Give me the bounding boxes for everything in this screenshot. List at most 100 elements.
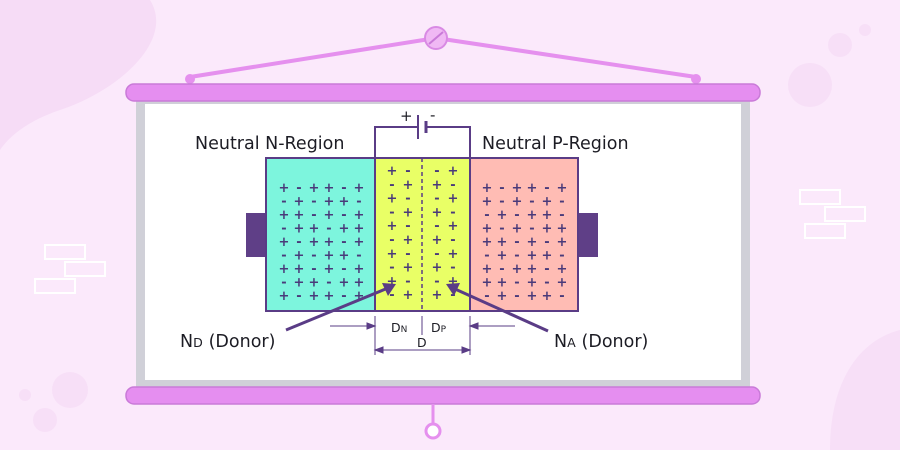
p-region-charge: +: [497, 235, 508, 250]
p-region-charge: +: [527, 276, 538, 291]
depletion-right-charge: +: [432, 233, 443, 248]
n-region-charge: +: [279, 235, 290, 250]
battery-plus-label: +: [400, 107, 413, 125]
hanger-knob-slot: [428, 31, 444, 45]
n-region-charge: +: [294, 249, 305, 264]
bottom-rail: [125, 386, 761, 405]
p-region-charge: +: [512, 222, 523, 237]
bg-blob-bottom-right: [830, 330, 900, 450]
n-region-charge: +: [294, 208, 305, 223]
nd-rest: (Donor): [203, 332, 276, 352]
p-region-charge: -: [544, 262, 549, 277]
p-region: [469, 157, 579, 312]
p-region-charge: +: [557, 222, 568, 237]
p-region-charge: -: [484, 289, 489, 304]
n-region-charge: -: [341, 181, 346, 196]
depletion-right-charge: +: [432, 288, 443, 303]
p-region-charge: -: [559, 289, 564, 304]
n-region-charge: +: [279, 181, 290, 196]
p-region-charge: +: [527, 262, 538, 277]
p-region-charge: -: [544, 276, 549, 291]
depletion-right-charge: +: [448, 274, 459, 289]
n-region-charge: +: [309, 235, 320, 250]
n-region-charge: +: [324, 208, 335, 223]
wire-end-left: [185, 74, 195, 84]
n-region-charge: +: [294, 262, 305, 277]
n-region-charge: +: [324, 235, 335, 250]
bg-bubble-right: [788, 63, 832, 107]
p-region-label: Neutral P-Region: [482, 134, 629, 154]
n-region-charge: +: [294, 195, 305, 210]
depletion-left-charge: -: [389, 205, 394, 220]
depletion-right-charge: +: [448, 219, 459, 234]
p-region-charge: -: [544, 235, 549, 250]
hanging-wire: [185, 26, 701, 84]
na-arrow-head: [446, 283, 460, 296]
p-region-charge: -: [514, 249, 519, 264]
n-region-charge: +: [339, 249, 350, 264]
nd-arrow-head: [382, 283, 396, 296]
na-arrow-line: [454, 287, 549, 333]
wire-end-right: [691, 74, 701, 84]
p-region-charge: +: [497, 276, 508, 291]
depletion-right-charge: -: [450, 261, 455, 276]
dim-ext-left-head: [366, 322, 377, 330]
depletion-left-charge: -: [389, 261, 394, 276]
n-region-charge: -: [341, 208, 346, 223]
bg-bubble-right-tiny: [859, 24, 871, 36]
depletion-left-charge: +: [403, 233, 414, 248]
wire-right-lead: [426, 126, 471, 158]
n-region-charge: +: [339, 222, 350, 237]
depletion-right-charge: -: [434, 164, 439, 179]
p-region-charge: +: [497, 249, 508, 264]
terminal-left: [246, 213, 266, 257]
na-donor-label: NA (Donor): [554, 332, 648, 352]
p-region-charge: -: [499, 181, 504, 196]
n-region-charge: +: [324, 195, 335, 210]
n-region-charge: +: [354, 222, 365, 237]
p-region-charge: -: [499, 195, 504, 210]
bg-bubble-bottom-left: [52, 372, 88, 408]
p-region-charge: +: [557, 181, 568, 196]
depletion-left-charge: +: [387, 274, 398, 289]
na-sub: A: [567, 335, 576, 350]
n-region-charge: +: [279, 289, 290, 304]
n-region-charge: -: [311, 208, 316, 223]
p-region-charge: +: [542, 289, 553, 304]
bg-bubble-bottom-left-2: [33, 408, 57, 432]
bg-bricks-right: [799, 189, 866, 239]
p-region-charge: +: [527, 289, 538, 304]
bg-bubble-bottom-left-3: [19, 389, 31, 401]
depletion-left-charge: -: [405, 192, 410, 207]
p-region-charge: -: [529, 195, 534, 210]
depletion-left-charge: -: [389, 288, 394, 303]
n-region-charge: +: [339, 195, 350, 210]
wire-left: [189, 36, 437, 79]
p-region-charge: +: [542, 208, 553, 223]
n-region: [265, 157, 376, 312]
n-region-charge: -: [311, 262, 316, 277]
n-region-charge: +: [324, 181, 335, 196]
depletion-left-charge: +: [387, 219, 398, 234]
n-region-charge: -: [326, 222, 331, 237]
depletion-right-charge: +: [432, 261, 443, 276]
depletion-right-charge: -: [450, 288, 455, 303]
n-region-charge: -: [326, 276, 331, 291]
d-total-label: D: [417, 335, 427, 350]
p-region-charge: +: [482, 222, 493, 237]
p-region-charge: -: [514, 235, 519, 250]
dp-label: DP: [431, 320, 446, 335]
nd-sub: D: [193, 335, 204, 350]
p-region-charge: -: [514, 208, 519, 223]
n-region-charge: +: [354, 181, 365, 196]
n-region-label: Neutral N-Region: [195, 134, 345, 154]
depletion-left-charge: -: [405, 247, 410, 262]
depletion-right-charge: -: [434, 219, 439, 234]
depletion-right-charge: +: [432, 205, 443, 220]
battery-minus-label: -: [430, 106, 436, 124]
n-region-charge: -: [311, 195, 316, 210]
depletion-right-charge: -: [450, 178, 455, 193]
n-region-charge: +: [339, 276, 350, 291]
depletion-right-charge: +: [448, 247, 459, 262]
